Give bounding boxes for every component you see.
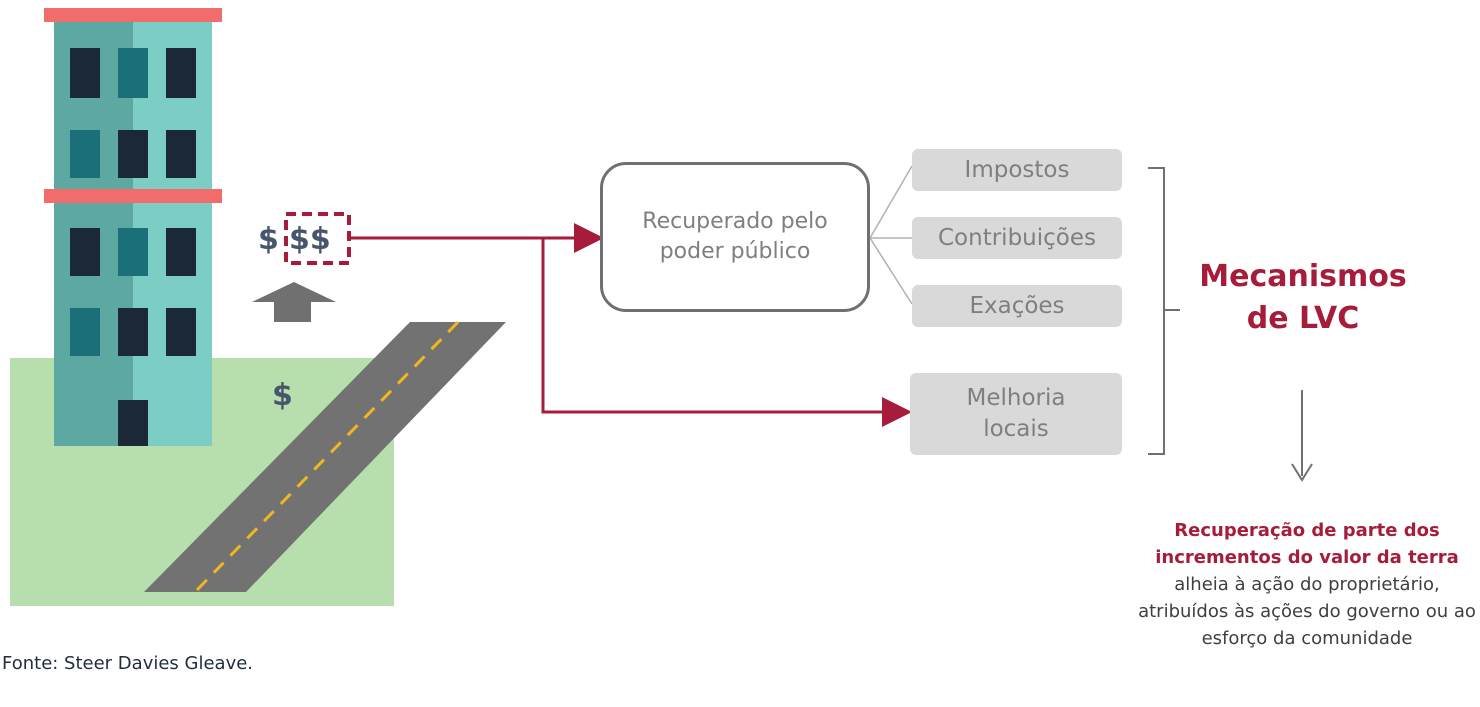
building-roof-top [44, 8, 222, 22]
connector-line [869, 165, 913, 239]
instrument-label: Contribuições [938, 224, 1096, 251]
improvement-arrow [541, 238, 912, 427]
building-window [166, 48, 196, 98]
building-window [70, 228, 100, 276]
instrument-box-impostos: Impostos [912, 149, 1122, 191]
source-caption: Fonte: Steer Davies Gleave. [2, 653, 254, 674]
building-window [70, 130, 100, 178]
local-improvement-label: Melhoria locais [966, 385, 1066, 442]
value-increase-arrow [252, 282, 336, 322]
road-center-line [193, 320, 460, 594]
dollar-sign-land: $ [272, 378, 293, 413]
local-improvement-box: Melhoria locais [910, 373, 1122, 455]
building-window [166, 228, 196, 276]
mechanisms-title: Mecanismos de LVC [1199, 259, 1407, 336]
building-window [118, 228, 148, 276]
building-window [70, 308, 100, 356]
instrument-box-contribuicoes: Contribuições [912, 217, 1122, 259]
road [144, 322, 506, 592]
public-recovery-box: Recuperado pelo poder público [600, 162, 870, 312]
dollar-sign-highlighted: $$ [289, 222, 331, 257]
building-window [118, 308, 148, 356]
public-recovery-text: Recuperado pelo poder público [642, 209, 828, 264]
building-door [118, 400, 148, 446]
instrument-label: Impostos [964, 156, 1070, 183]
result-text-block: Recuperação de parte dos incrementos do … [1134, 517, 1480, 652]
instrument-label: Exações [969, 292, 1065, 319]
building-window [118, 130, 148, 178]
dollar-sign-left: $ [258, 222, 279, 257]
building-window [70, 48, 100, 98]
building-window [166, 308, 196, 356]
building-roof-middle [44, 189, 222, 203]
building-window [118, 48, 148, 98]
building-window [166, 130, 196, 178]
result-arrow-head [1291, 463, 1313, 482]
mechanisms-bracket [1148, 167, 1180, 455]
result-description: alheia à ação do proprietário, atribuído… [1138, 574, 1476, 649]
connector-line [869, 237, 913, 305]
instrument-box-exacoes: Exações [912, 285, 1122, 327]
result-highlight: Recuperação de parte dos incrementos do … [1155, 520, 1459, 568]
